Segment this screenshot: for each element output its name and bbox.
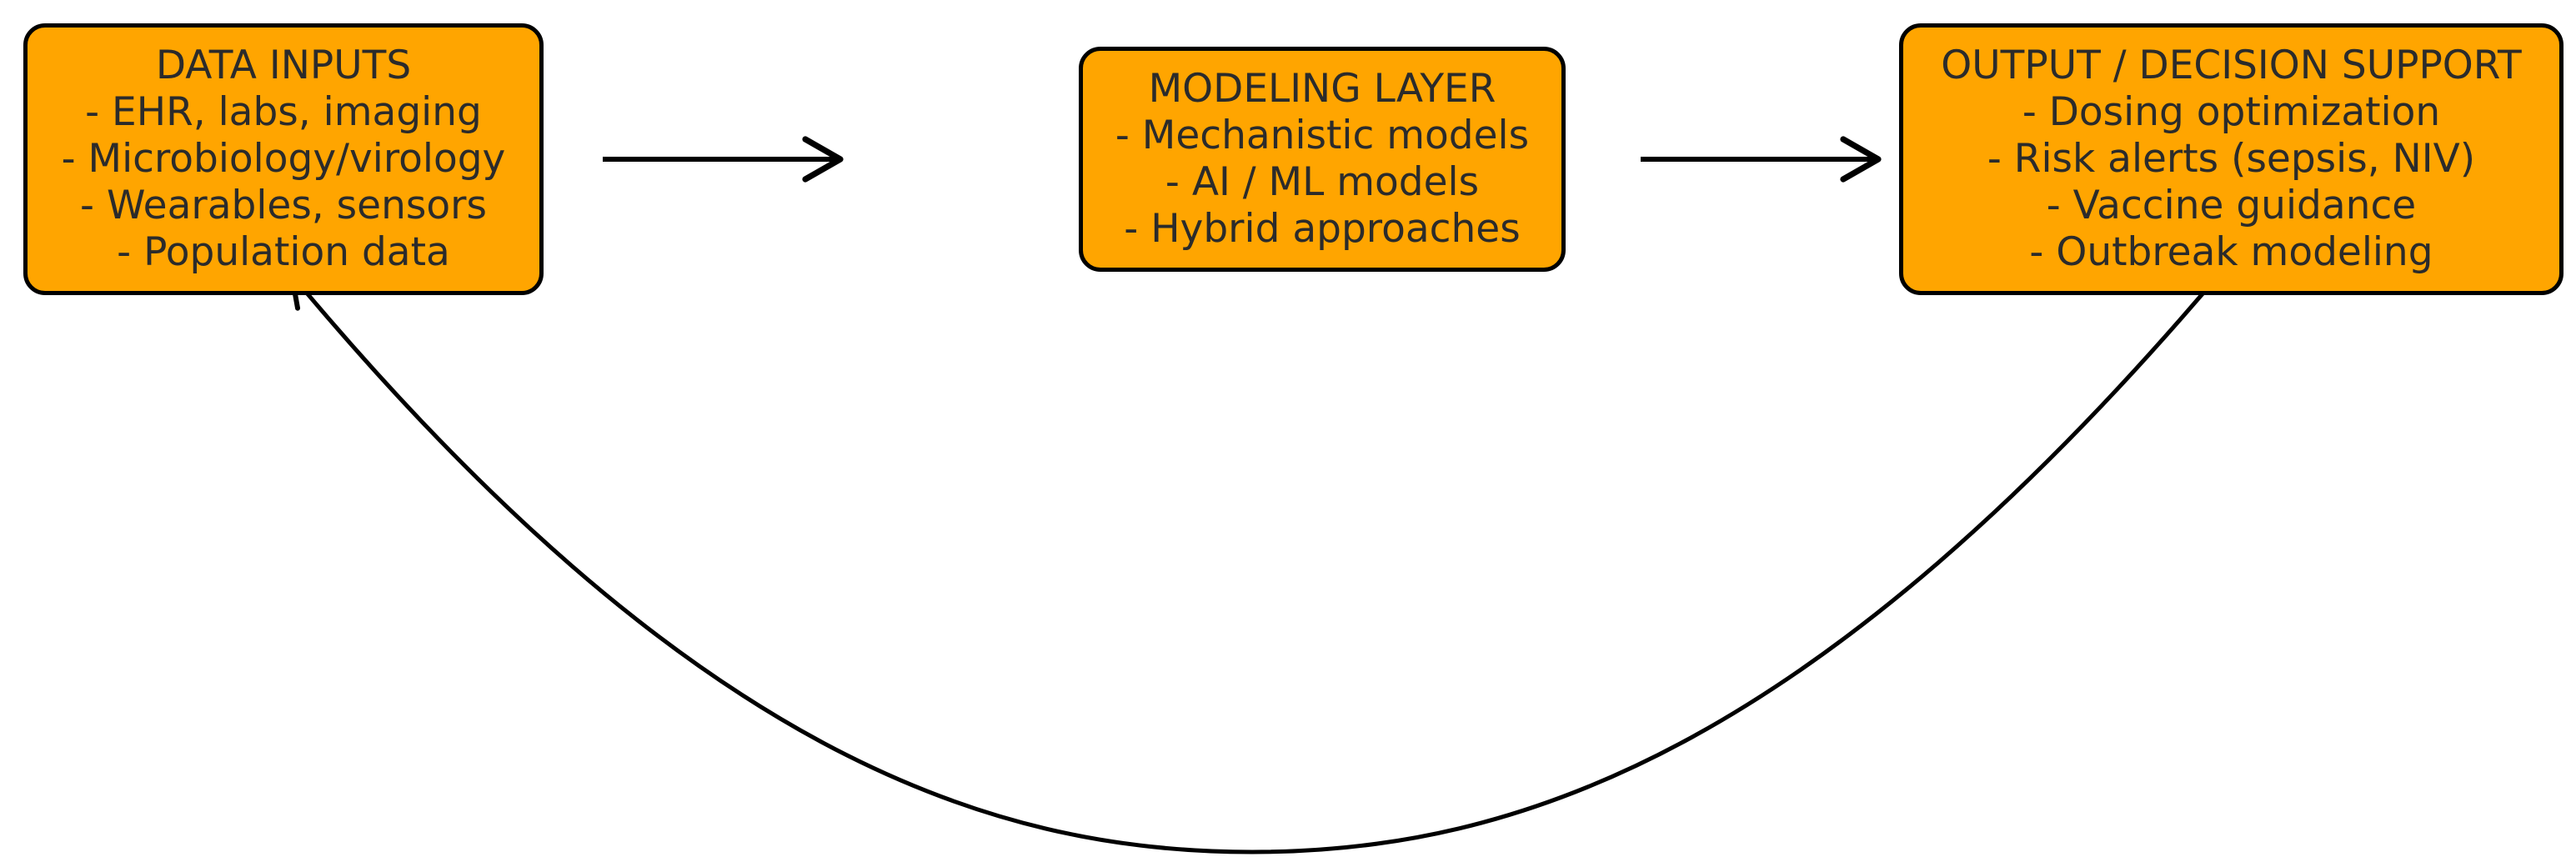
modeling-layer-box: MODELING LAYER - Mechanistic models - AI…	[1079, 47, 1566, 272]
data-inputs-item: - Wearables, sensors	[80, 183, 487, 228]
data-inputs-item: - Microbiology/virology	[61, 136, 506, 182]
modeling-layer-item: - AI / ML models	[1165, 159, 1480, 205]
output-title: OUTPUT / DECISION SUPPORT	[1941, 43, 2522, 88]
modeling-layer-item: - Hybrid approaches	[1124, 206, 1521, 252]
arrow-output-feedback-to-inputs	[289, 267, 2226, 854]
data-inputs-title: DATA INPUTS	[155, 43, 412, 88]
output-decision-support-box: OUTPUT / DECISION SUPPORT - Dosing optim…	[1899, 23, 2563, 295]
modeling-layer-title: MODELING LAYER	[1148, 66, 1496, 112]
output-item: - Vaccine guidance	[2046, 183, 2417, 228]
output-item: - Outbreak modeling	[2029, 229, 2433, 275]
data-inputs-box: DATA INPUTS - EHR, labs, imaging - Micro…	[23, 23, 544, 295]
output-item: - Risk alerts (sepsis, NIV)	[1987, 136, 2476, 182]
data-inputs-item: - Population data	[117, 229, 450, 275]
modeling-layer-item: - Mechanistic models	[1115, 113, 1530, 158]
output-item: - Dosing optimization	[2022, 89, 2441, 135]
data-inputs-item: - EHR, labs, imaging	[85, 89, 482, 135]
